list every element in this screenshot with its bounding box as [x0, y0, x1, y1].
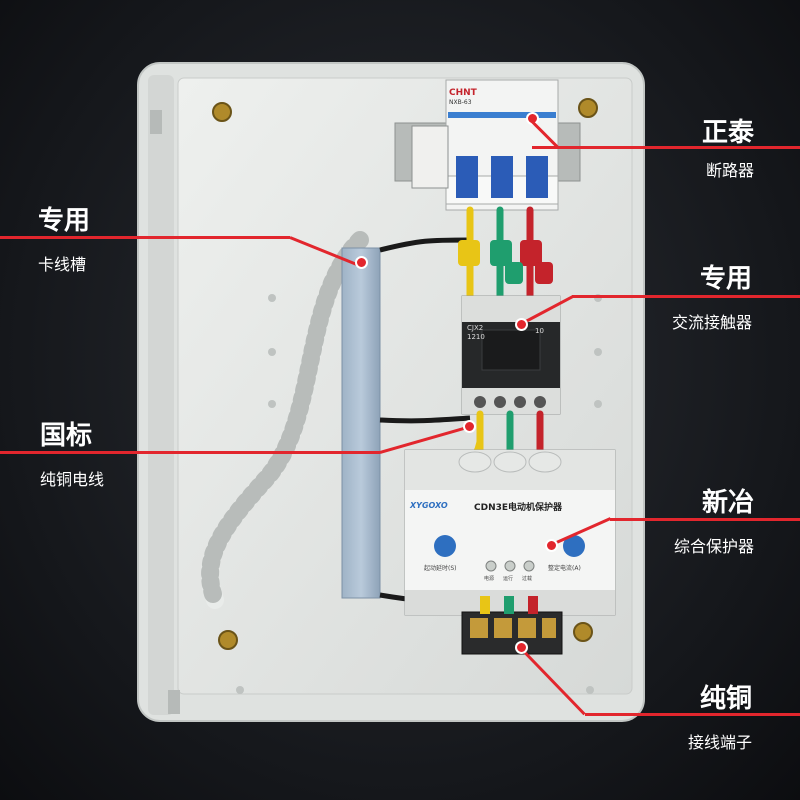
callout-contactor: 专用 交流接触器	[672, 258, 752, 333]
contactor-rating-text: 1210	[467, 333, 485, 341]
wire-leader-line	[0, 451, 380, 454]
hinge-bottom	[168, 690, 180, 714]
black-wire	[379, 415, 471, 424]
led-overload	[523, 560, 535, 572]
callout-breaker: 正泰 断路器	[702, 112, 754, 181]
callout-breaker-subtitle: 断路器	[705, 161, 754, 180]
callout-wire: 国标 纯铜电线	[40, 415, 104, 490]
panel-hole	[594, 400, 602, 408]
callout-protector-subtitle: 综合保护器	[673, 537, 754, 556]
output-terminal-block	[461, 596, 563, 655]
panel-hole	[586, 686, 594, 694]
wire-duct-leader-line	[0, 236, 290, 239]
contactor-leader-line	[572, 295, 800, 298]
wire-duct-leader-dot	[355, 256, 368, 269]
protector-dial-left-text: 起动延时(S)	[424, 565, 457, 572]
protector-leader-line	[610, 518, 800, 521]
protector-led-1-text: 电源	[484, 576, 495, 582]
callout-contactor-subtitle: 交流接触器	[671, 313, 752, 332]
led-run	[504, 560, 516, 572]
motor-protector	[404, 449, 616, 616]
panel-hole	[268, 294, 276, 302]
panel-hole	[268, 400, 276, 408]
delay-dial	[434, 535, 456, 557]
led-power	[485, 560, 497, 572]
ac-contactor	[461, 295, 561, 415]
protector-brand-text: XYGOXO	[410, 501, 448, 510]
callout-wire-subtitle: 纯铜电线	[40, 470, 105, 489]
wire-ferrules-upper	[458, 240, 553, 284]
callout-terminal: 纯铜 接线端子	[688, 678, 752, 753]
callout-terminal-subtitle: 接线端子	[687, 733, 752, 752]
breaker-handle	[491, 156, 513, 198]
callout-wire-duct-title: 专用	[38, 206, 91, 236]
bolt-top-left	[212, 102, 232, 122]
callout-breaker-title: 正泰	[701, 118, 754, 148]
breaker-brand-text: CHNT	[449, 88, 477, 98]
callout-wire-duct: 专用 卡线槽	[38, 200, 90, 275]
terminal-leader-dot	[515, 641, 528, 654]
breaker-handle	[456, 156, 478, 198]
callout-protector: 新冶 综合保护器	[674, 482, 754, 557]
contactor-aux-text: 10	[535, 327, 544, 335]
protector-model-text: CDN3E电动机保护器	[474, 503, 563, 513]
callout-contactor-title: 专用	[699, 264, 752, 294]
contactor-leader-dot	[515, 318, 528, 331]
wire-leader-dot	[463, 420, 476, 433]
contactor-model-text: CJX2	[467, 324, 484, 332]
breaker-model-text: NXB-63	[449, 99, 472, 106]
protector-leader-dot	[545, 539, 558, 552]
circuit-breaker	[445, 79, 559, 211]
terminal-leader-line	[585, 713, 800, 716]
panel-hole	[268, 348, 276, 356]
callout-wire-title: 国标	[40, 421, 93, 451]
protector-dial-right-text: 整定电流(A)	[548, 565, 581, 572]
panel-hole	[594, 348, 602, 356]
callout-terminal-title: 纯铜	[699, 684, 752, 714]
bolt-bottom-right	[573, 622, 593, 642]
spiral-wire-wrap-shadow	[201, 231, 369, 609]
breaker-terminal-block	[411, 125, 449, 189]
breaker-leader-line	[532, 146, 800, 149]
bolt-top-right	[578, 98, 598, 118]
breaker-handle	[526, 156, 548, 198]
hinge-top	[150, 110, 162, 134]
mounting-bolts	[212, 98, 598, 650]
callout-protector-title: 新冶	[701, 488, 754, 518]
panel-hole	[236, 686, 244, 694]
wire-duct	[341, 247, 381, 599]
bolt-bottom-left	[218, 630, 238, 650]
panel-holes	[236, 294, 602, 694]
protector-led-2-text: 运行	[503, 576, 514, 582]
door-hinge-strip	[148, 75, 174, 715]
black-wire	[379, 237, 471, 253]
protector-led-3-text: 过载	[522, 576, 533, 582]
current-dial	[563, 535, 585, 557]
callout-wire-duct-subtitle: 卡线槽	[38, 255, 87, 274]
